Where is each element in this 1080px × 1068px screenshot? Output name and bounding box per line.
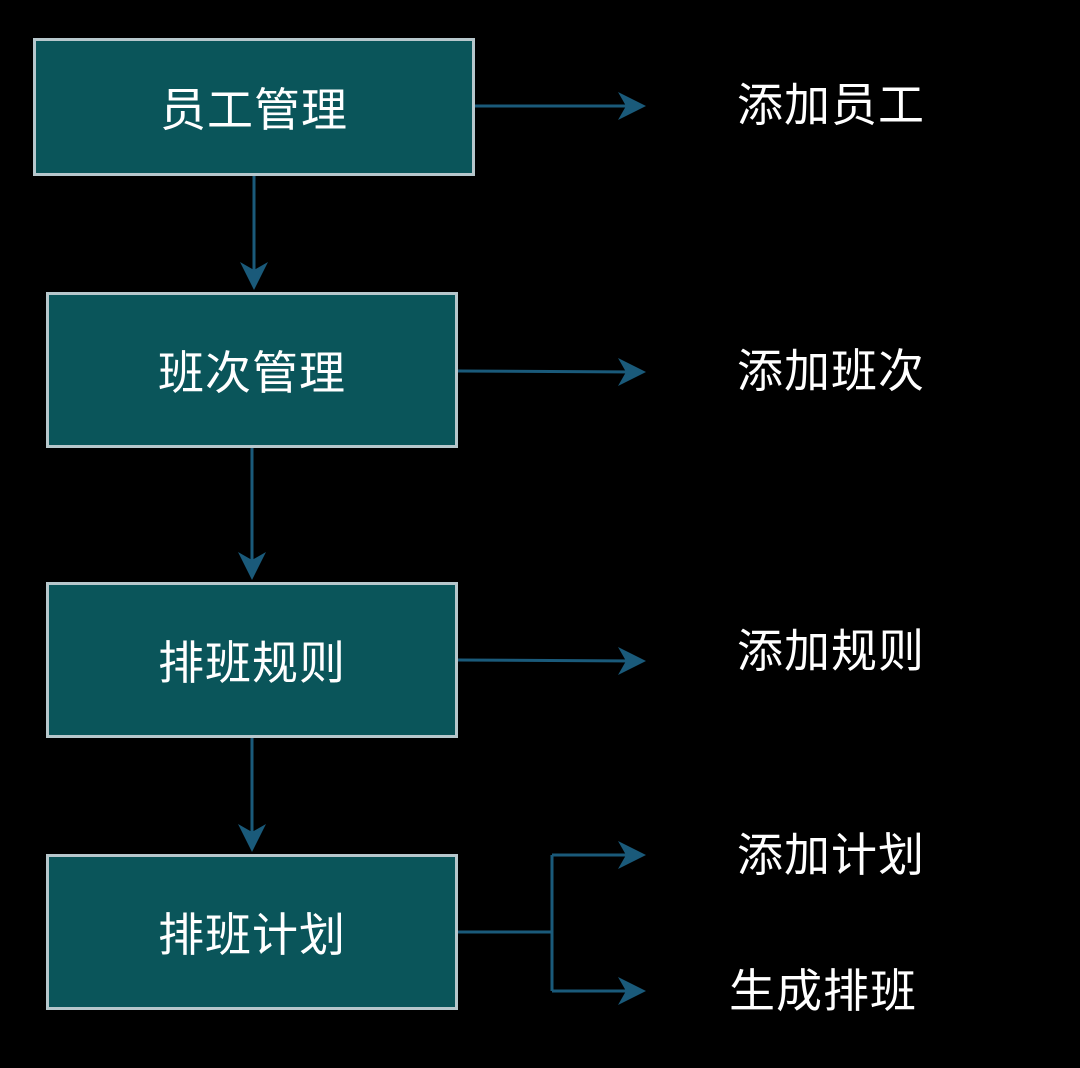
arrowhead-action-1 bbox=[618, 92, 646, 120]
arrowhead-action-4 bbox=[618, 841, 646, 869]
action-label-add-shift: 添加班次 bbox=[737, 344, 925, 398]
action-label-add-employee: 添加员工 bbox=[737, 78, 925, 132]
module-box-scheduling-plan: 排班计划 bbox=[46, 854, 458, 1010]
module-box-shift-management: 班次管理 bbox=[46, 292, 458, 448]
arrowhead-action-5 bbox=[618, 977, 646, 1005]
action-label-add-plan: 添加计划 bbox=[737, 828, 925, 882]
branch-module-4-trunk bbox=[458, 855, 554, 991]
module-label: 员工管理 bbox=[160, 83, 348, 137]
module-label: 排班计划 bbox=[158, 908, 346, 962]
module-label: 排班规则 bbox=[158, 636, 346, 690]
arrowhead-module-3 bbox=[238, 552, 266, 580]
arrow-module-2-to-action-2 bbox=[457, 369, 637, 374]
arrowhead-action-3 bbox=[618, 647, 646, 675]
arrowhead-action-2 bbox=[618, 358, 646, 386]
action-label-generate-schedule: 生成排班 bbox=[729, 964, 917, 1018]
arrowhead-module-4 bbox=[238, 824, 266, 852]
arrowhead-module-2 bbox=[240, 262, 268, 290]
arrow-module-3-to-action-3 bbox=[457, 658, 637, 663]
module-label: 班次管理 bbox=[158, 346, 346, 400]
action-label-add-rule: 添加规则 bbox=[737, 624, 925, 678]
module-box-scheduling-rules: 排班规则 bbox=[46, 582, 458, 738]
module-box-employee-management: 员工管理 bbox=[33, 38, 475, 176]
